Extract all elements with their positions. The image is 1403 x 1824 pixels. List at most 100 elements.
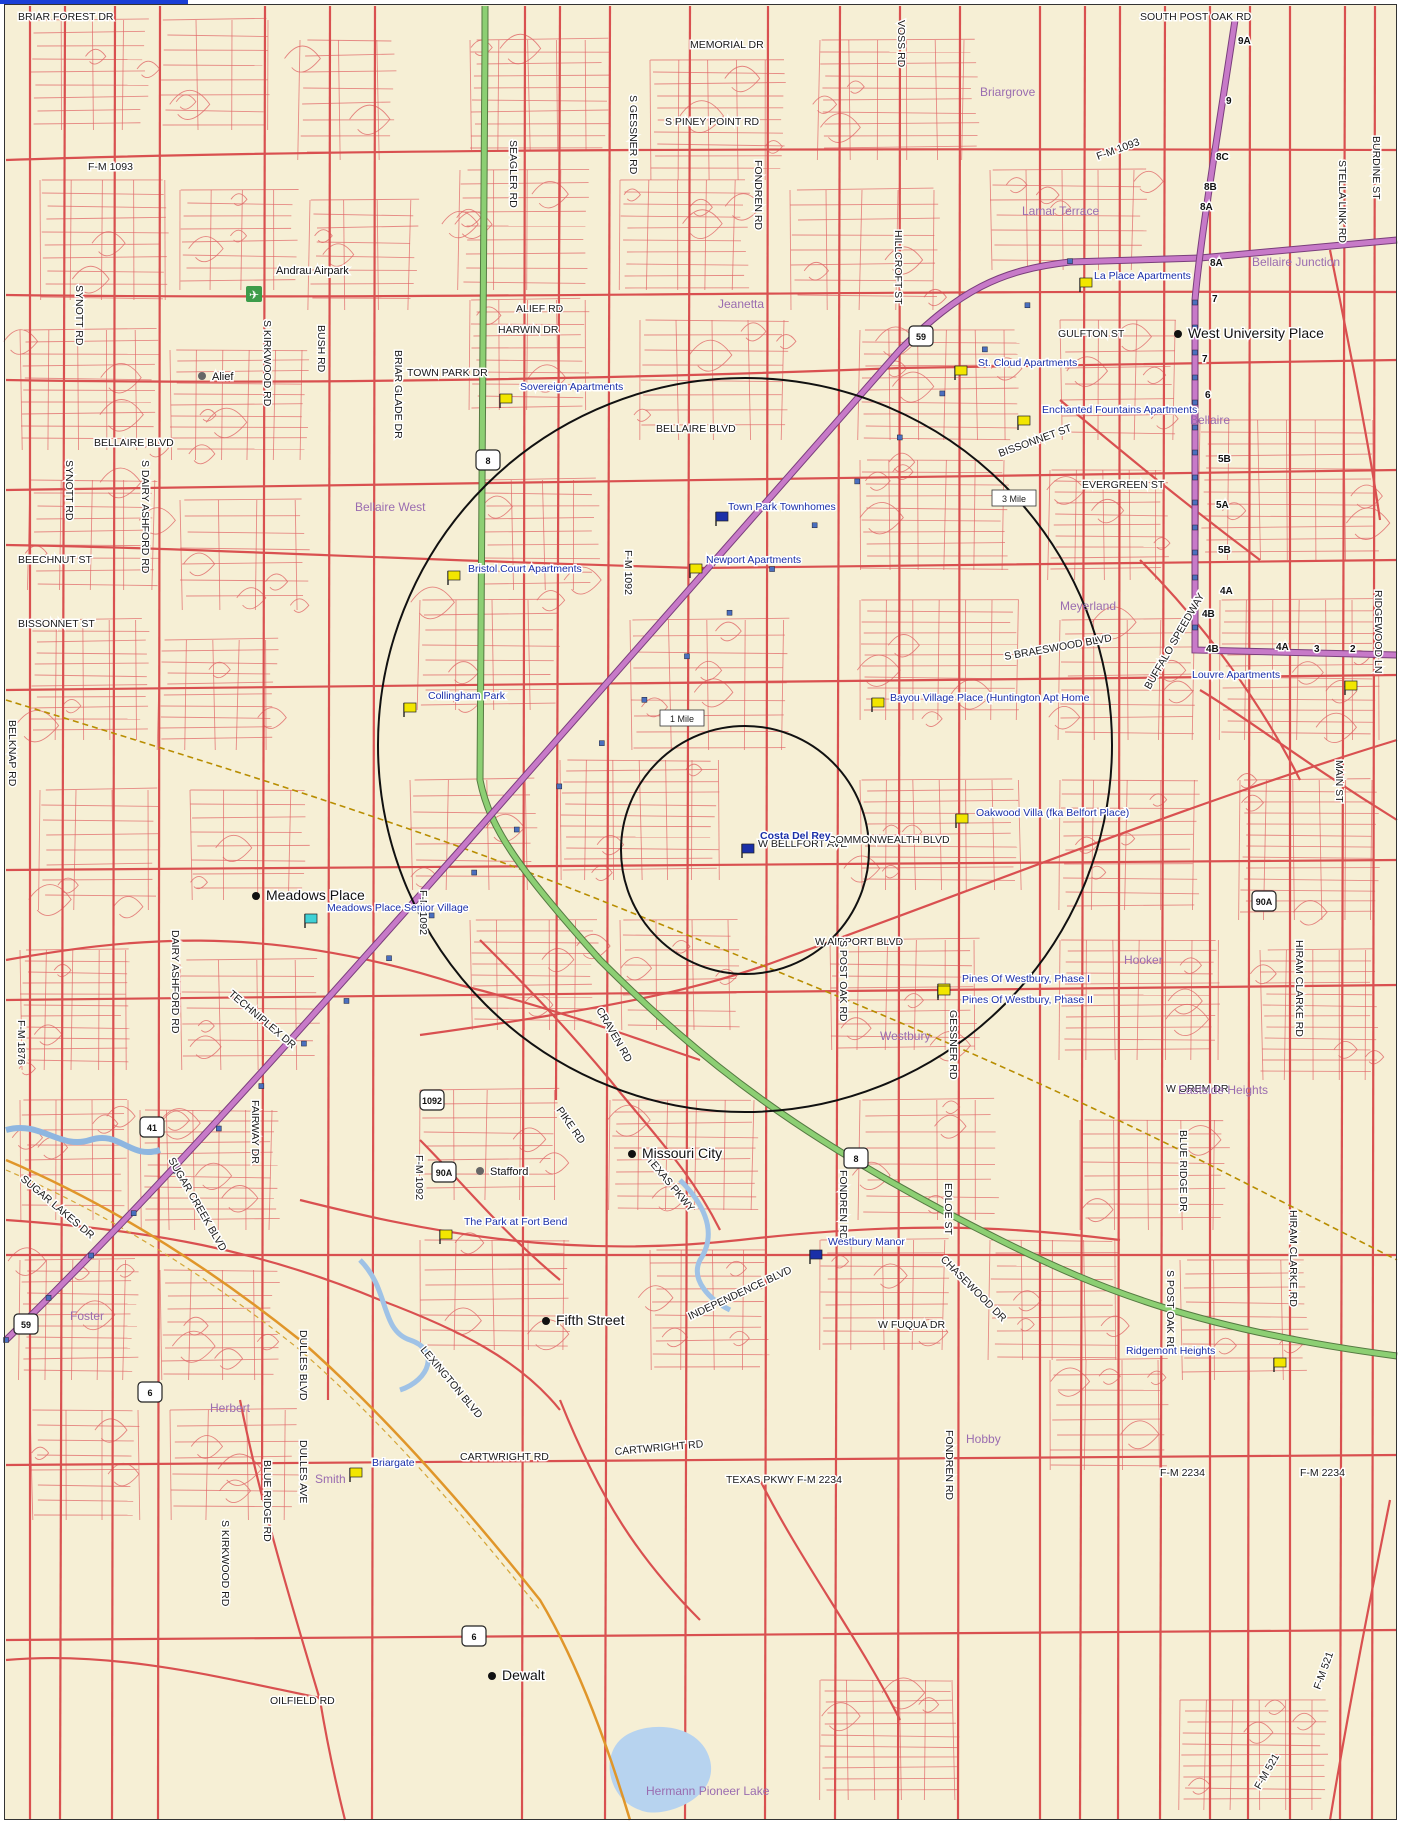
local-street xyxy=(675,319,680,441)
cul-de-sac-street xyxy=(175,94,197,110)
cul-de-sac-street xyxy=(541,948,575,973)
local-street xyxy=(996,214,1141,217)
road-label: FAIRWAY DR xyxy=(249,1100,261,1164)
local-street xyxy=(1136,939,1140,1061)
local-street xyxy=(1083,1239,1087,1361)
local-street xyxy=(209,189,212,291)
interchange-marker xyxy=(428,912,435,919)
local-street xyxy=(37,1439,134,1442)
local-street xyxy=(941,1239,946,1351)
arterial-road xyxy=(520,5,527,1821)
local-street xyxy=(37,505,152,509)
local-street xyxy=(1242,856,1373,859)
arterial-road xyxy=(370,5,377,1821)
local-street xyxy=(77,329,79,451)
local-street xyxy=(912,779,916,891)
local-street xyxy=(170,1489,298,1492)
local-street xyxy=(653,131,783,134)
local-street xyxy=(484,1089,488,1201)
local-street xyxy=(23,1356,139,1360)
local-street xyxy=(1130,169,1135,271)
cul-de-sac-street xyxy=(1162,680,1194,704)
interchange-marker xyxy=(1192,399,1198,406)
cul-de-sac-street xyxy=(527,1319,570,1351)
local-street xyxy=(145,1109,278,1112)
cul-de-sac-street xyxy=(903,993,924,1009)
cul-de-sac-street xyxy=(888,634,920,658)
cul-de-sac-street xyxy=(679,100,725,134)
local-street xyxy=(1061,939,1216,942)
local-street xyxy=(1182,1732,1325,1735)
place-label: Andrau Airpark xyxy=(276,265,349,277)
cul-de-sac-street xyxy=(144,439,170,458)
local-street xyxy=(172,1473,299,1476)
arterial-road xyxy=(5,983,1398,1002)
local-street xyxy=(1053,1373,1163,1376)
road-label: S POST OAK RD xyxy=(1164,1270,1176,1352)
marker-label: Ridgemont Heights xyxy=(1126,1345,1215,1357)
local-street xyxy=(861,519,1001,522)
cul-de-sac-street xyxy=(911,1318,949,1347)
local-street xyxy=(246,1409,249,1521)
local-street xyxy=(1001,459,1005,571)
place-label: Missouri City xyxy=(642,1145,722,1161)
local-street xyxy=(476,359,583,362)
local-street xyxy=(822,1766,957,1769)
cul-de-sac-street xyxy=(171,1330,216,1363)
local-street xyxy=(39,179,42,301)
local-street xyxy=(19,949,23,1071)
local-street xyxy=(624,191,750,194)
local-street xyxy=(837,1045,975,1049)
cul-de-sac-street xyxy=(481,495,513,519)
road-label: W FUQUA DR xyxy=(878,1319,945,1331)
local-street xyxy=(1344,779,1347,921)
local-street xyxy=(89,479,93,591)
local-street xyxy=(559,759,562,881)
arterial-road xyxy=(1328,249,1382,521)
local-street xyxy=(169,349,173,461)
arterial-road xyxy=(299,1198,1121,1248)
arterial-road xyxy=(1338,5,1347,1821)
local-street xyxy=(415,842,531,845)
local-street xyxy=(45,787,158,791)
local-street xyxy=(665,1099,669,1211)
local-street xyxy=(35,617,142,621)
local-street xyxy=(797,294,937,297)
local-street xyxy=(182,1022,320,1025)
local-street xyxy=(21,1204,125,1207)
local-street xyxy=(54,619,57,741)
cul-de-sac-street xyxy=(1048,705,1081,730)
local-street xyxy=(790,262,936,266)
local-street xyxy=(416,599,421,711)
road-label: HILLCROFT ST xyxy=(892,230,904,305)
yellow-flag-icon xyxy=(1079,277,1093,288)
local-street xyxy=(471,974,591,977)
local-street xyxy=(1065,632,1197,635)
road-label: VOSS RD xyxy=(895,20,907,68)
interchange-marker xyxy=(1192,599,1198,606)
cul-de-sac-street xyxy=(230,193,248,206)
local-street xyxy=(47,270,164,273)
local-street xyxy=(638,759,643,881)
place-label: Fifth Street xyxy=(556,1312,625,1328)
local-street xyxy=(71,1259,74,1381)
local-street xyxy=(1212,1119,1215,1231)
arterial-road xyxy=(1246,5,1252,1821)
cul-de-sac-street xyxy=(314,229,333,243)
area-label: Meyerland xyxy=(1060,599,1116,613)
place-dot xyxy=(198,372,206,380)
road-label: MAIN ST xyxy=(1333,760,1345,803)
yellow-flag-icon xyxy=(955,813,969,824)
cul-de-sac-street xyxy=(1005,177,1028,194)
cul-de-sac-street xyxy=(820,113,861,143)
exit-number: 4A xyxy=(1220,586,1233,597)
road-label: FONDREN RD xyxy=(943,1430,955,1500)
cul-de-sac-street xyxy=(1165,1003,1210,1037)
local-street xyxy=(652,1353,770,1356)
road-label: S POST OAK RD xyxy=(837,940,849,1022)
local-street xyxy=(487,543,599,546)
local-street xyxy=(22,363,155,367)
cul-de-sac-street xyxy=(724,65,761,93)
